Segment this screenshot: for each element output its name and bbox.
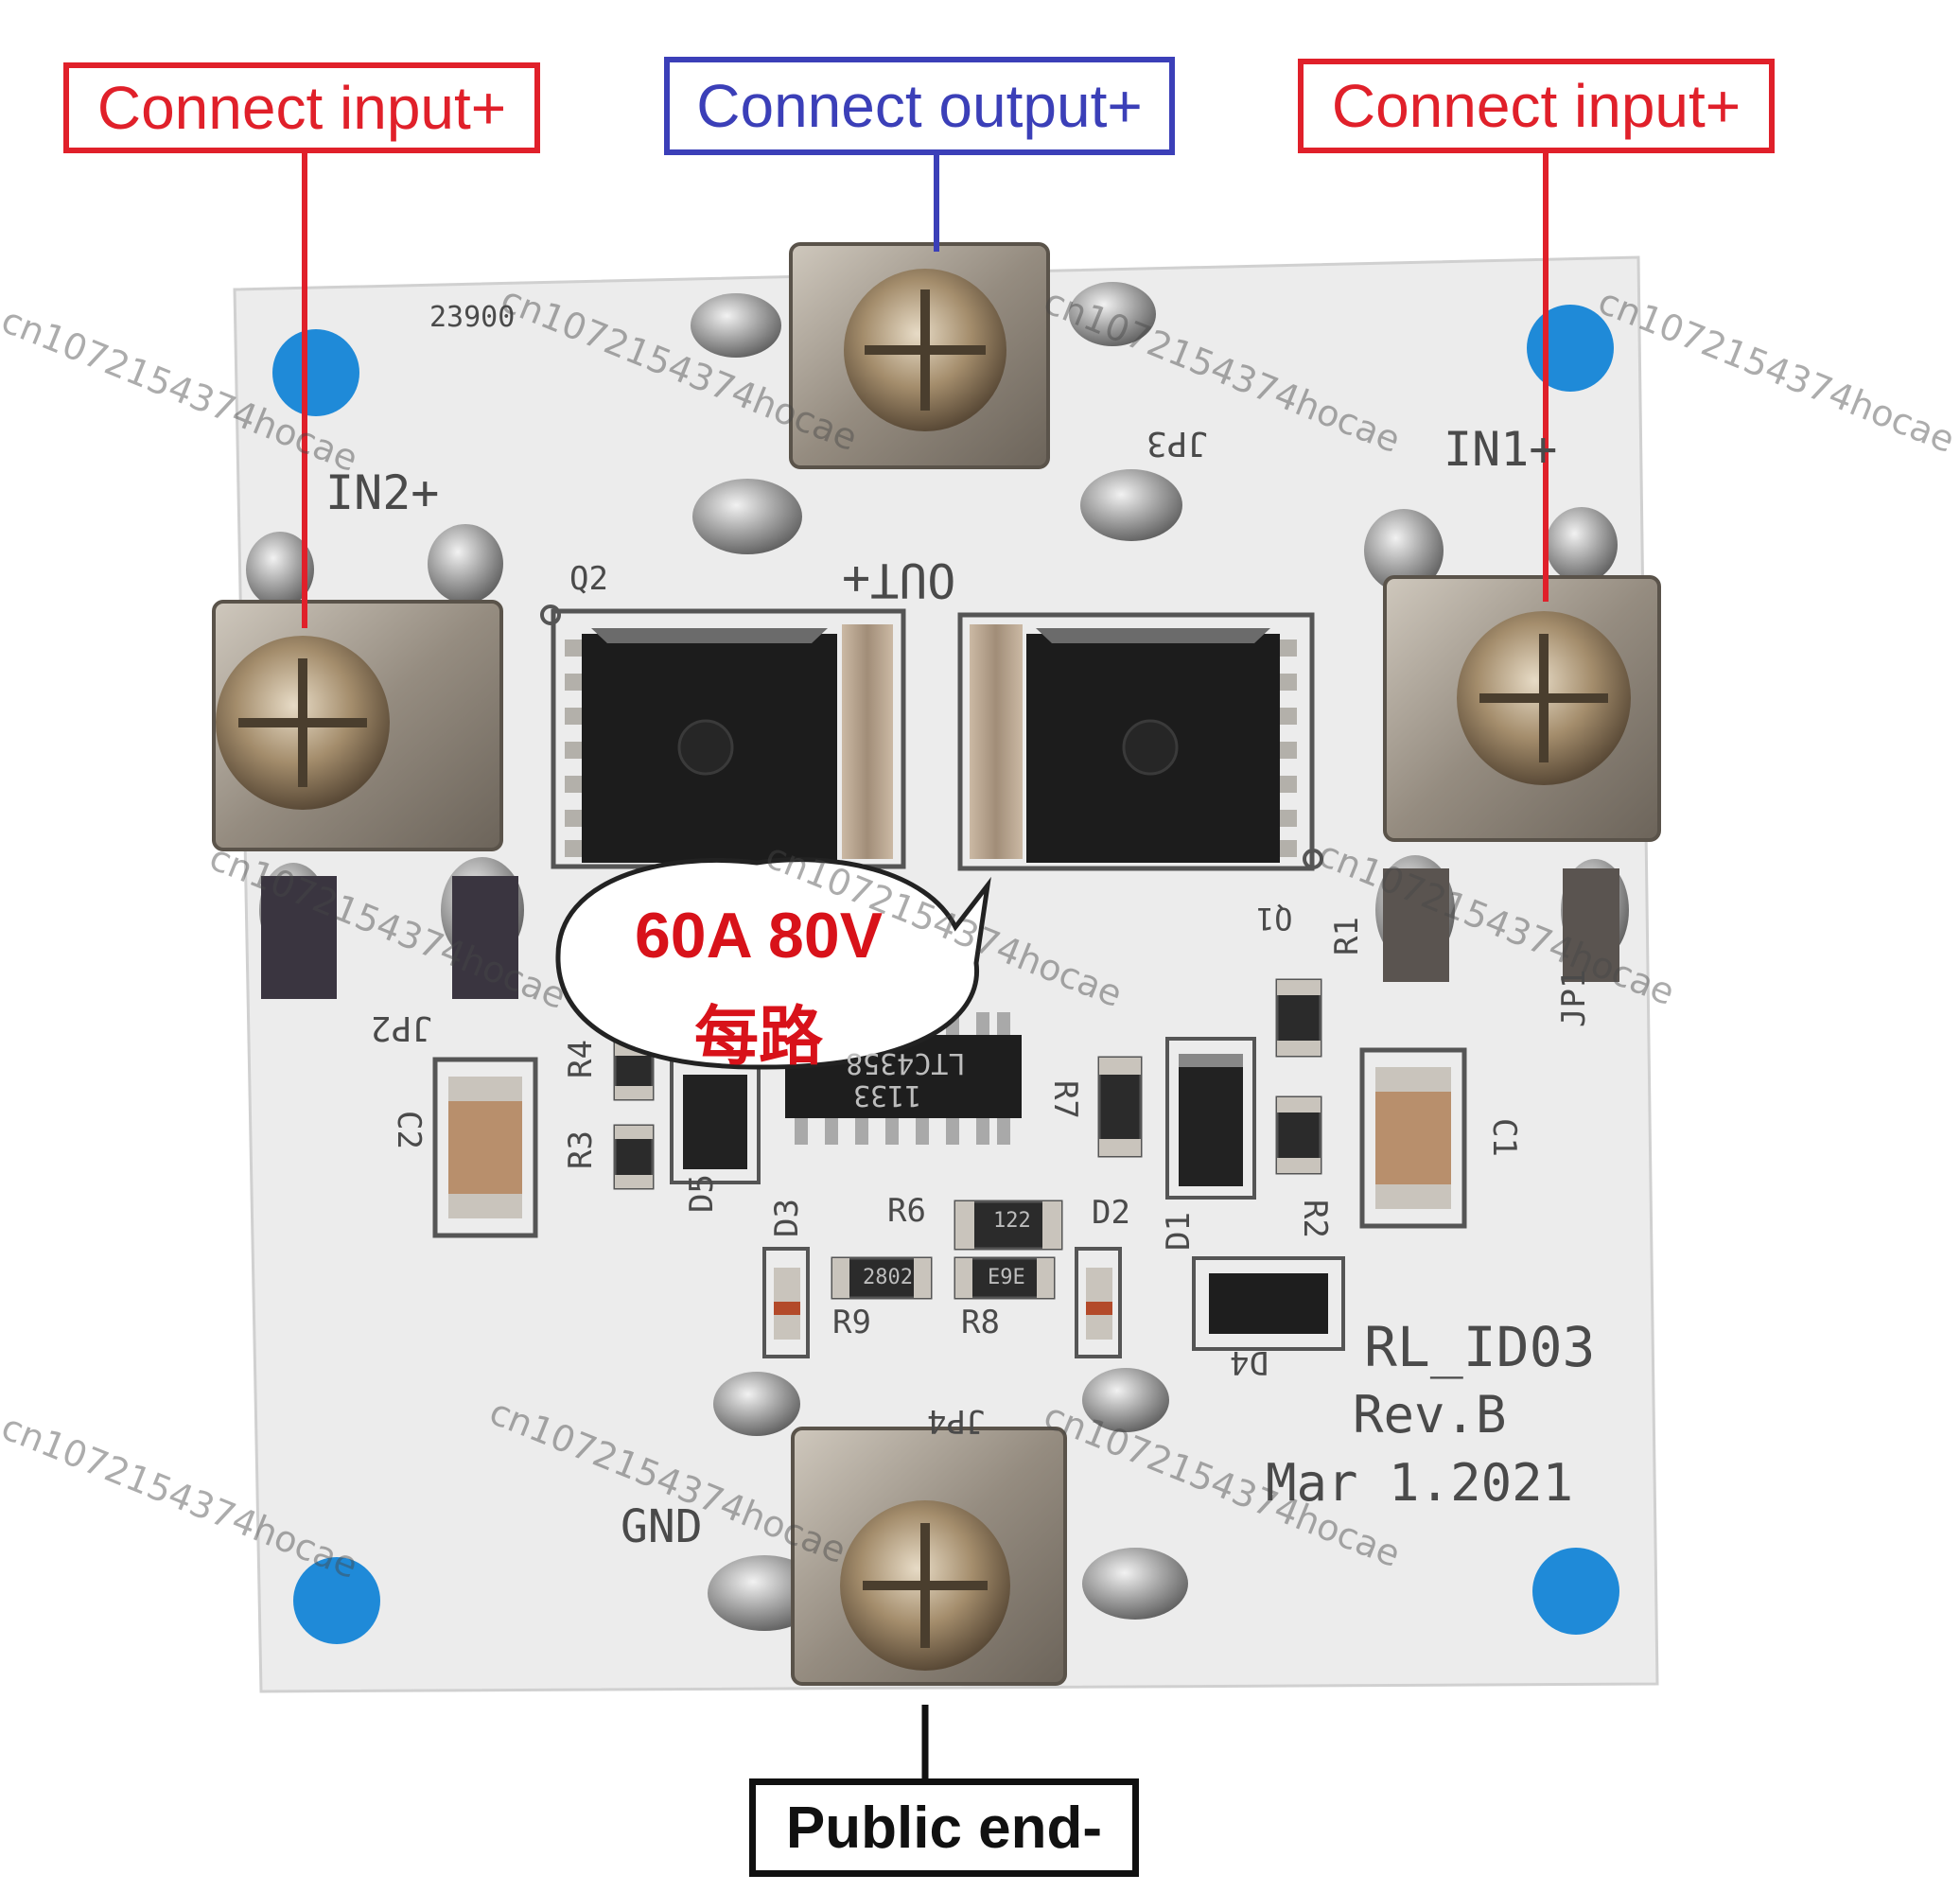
silk-d3: D3 [768, 1199, 806, 1237]
silk-r8: R8 [961, 1304, 1000, 1341]
q1-outline [957, 612, 1315, 871]
silk-in2: IN2+ [325, 465, 440, 520]
mosfet-q1-drain-pad [970, 624, 1023, 859]
rating-speech-bubble [555, 857, 991, 1070]
silk-r3: R3 [562, 1130, 600, 1169]
silk-d1: D1 [1160, 1212, 1198, 1251]
mosfet-q2-drain-pad [842, 624, 893, 859]
terminal-jp4 [791, 1427, 1067, 1686]
silk-date: Mar 1.2021 [1266, 1453, 1574, 1513]
silk-jp3: JP3 [1146, 424, 1209, 463]
silk-q1: Q1 [1256, 901, 1293, 937]
silk-serial: 23900 [429, 301, 516, 334]
silk-in1: IN1+ [1444, 422, 1558, 477]
silk-board-name: RL_ID03 [1364, 1315, 1596, 1379]
silk-r1: R1 [1328, 917, 1366, 955]
connect-input-right-label: Connect input+ [1298, 59, 1775, 153]
mount-hole-top-left [272, 329, 359, 416]
silk-revision: Rev.B [1353, 1385, 1507, 1445]
silk-gnd: GND [621, 1500, 703, 1553]
chip-marking-e9e: E9E [988, 1266, 1025, 1289]
capacitor-c2-outline [432, 1057, 538, 1238]
silk-c2: C2 [390, 1111, 428, 1149]
diode-d1-outline [1165, 1037, 1256, 1200]
chip-marking-122: 122 [993, 1209, 1031, 1233]
chip-marking-2802: 2802 [863, 1266, 913, 1289]
silk-out: OUT+ [842, 552, 956, 607]
silk-r7: R7 [1046, 1080, 1084, 1119]
connect-input-left-label: Connect input+ [63, 62, 540, 153]
led-d2-outline [1075, 1247, 1122, 1358]
product-photo: IN2+ IN1+ OUT+ GND JP3 JP2 JP4 JP1 Q2 Q1… [0, 57, 1960, 1877]
silk-ic-code: 1133 [853, 1078, 922, 1112]
silk-r2: R2 [1296, 1200, 1334, 1238]
silk-d2: D2 [1092, 1194, 1130, 1232]
terminal-jp2 [212, 600, 503, 851]
silk-jp2: JP2 [371, 1008, 433, 1047]
diode-d5 [683, 1075, 747, 1169]
silk-r9: R9 [832, 1304, 871, 1341]
public-end-label: Public end- [749, 1778, 1139, 1877]
diode-d4-outline [1192, 1256, 1345, 1351]
silk-jp4: JP4 [927, 1402, 986, 1440]
jp1-solder-blobs [1364, 507, 1629, 982]
silk-c1: C1 [1485, 1118, 1523, 1157]
capacitor-c1-outline [1359, 1047, 1467, 1229]
silk-r6: R6 [887, 1192, 926, 1230]
silk-d4: D4 [1230, 1343, 1269, 1381]
terminal-jp3 [789, 242, 1050, 469]
diode-d4 [1209, 1273, 1328, 1334]
silk-q2: Q2 [569, 560, 608, 598]
diode-d1 [1179, 1054, 1243, 1186]
jp2-solder-blobs [246, 524, 524, 999]
mount-hole-bottom-left [293, 1557, 380, 1644]
rating-text-current-voltage: 60A 80V [634, 900, 884, 972]
silk-d5: D5 [683, 1174, 721, 1213]
terminal-jp1 [1383, 575, 1661, 842]
rating-text-per-channel: 每路 [693, 1001, 823, 1073]
mount-hole-bottom-right [1532, 1548, 1619, 1635]
pcb-board-illustration [212, 153, 1661, 1778]
led-d3-outline [762, 1247, 810, 1358]
connect-output-label: Connect output+ [664, 57, 1175, 155]
jp3-solder-blobs [691, 282, 1182, 554]
